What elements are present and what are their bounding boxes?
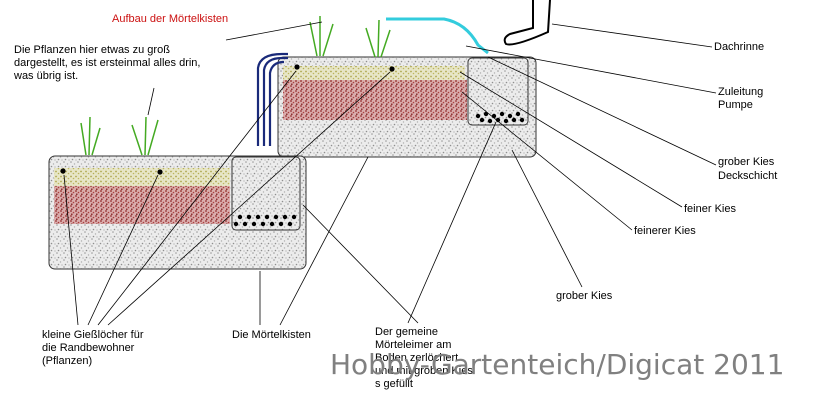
- label-zuleitung-line-2: Pumpe: [718, 99, 753, 111]
- label-giessloecher-line-2: die Randbewohner: [42, 342, 135, 354]
- label-deckschicht-line-1: grober Kies: [718, 156, 775, 168]
- label-giessloecher-line-3: (Pflanzen): [42, 355, 92, 367]
- label-moerteleimer-line-3: Boden zerlöchert: [375, 352, 458, 364]
- boot-icon: [503, 0, 551, 46]
- label-feinerer-kies: feinerer Kies: [634, 225, 696, 237]
- label-zuleitung-pumpe: Zuleitung Pumpe: [718, 86, 766, 111]
- watering-holes: [60, 64, 395, 175]
- leader-lines: [63, 21, 717, 326]
- label-giessloecher-line-1: kleine Gießlöcher für: [42, 329, 144, 341]
- label-feiner-kies: feiner Kies: [684, 203, 736, 215]
- label-zuleitung-line-1: Zuleitung: [718, 86, 763, 98]
- label-dachrinne: Dachrinne: [714, 41, 764, 53]
- diagram-title: Aufbau der Mörtelkisten: [112, 13, 228, 25]
- plants-note: Die Pflanzen hier etwas zu groß dargeste…: [13, 44, 204, 82]
- plants-note-line-1: Die Pflanzen hier etwas zu groß: [14, 44, 170, 56]
- water-pipe: [386, 17, 489, 55]
- label-grober-kies: grober Kies: [556, 290, 613, 302]
- hose: [256, 52, 288, 146]
- plants-note-line-2: dargestellt, es ist ersteinmal alles dri…: [14, 57, 200, 69]
- watermark: Hobby-Gartenteich/Digicat 2011: [330, 348, 784, 381]
- label-deckschicht-line-2: Deckschicht: [718, 170, 777, 182]
- label-moertelkisten: Die Mörtelkisten: [232, 329, 311, 341]
- label-moerteleimer-line-4: und mit groben Kies: [375, 365, 473, 377]
- label-moerteleimer: Der gemeine Mörteleimer am Boden zerlöch…: [375, 326, 476, 390]
- label-giessloecher: kleine Gießlöcher für die Randbewohner (…: [42, 329, 147, 367]
- label-deckschicht: grober Kies Deckschicht: [718, 156, 777, 182]
- label-moerteleimer-line-5: s gefüllt: [375, 378, 413, 390]
- lower-bucket-holes: [233, 214, 297, 227]
- lower-moertelkiste: [48, 155, 307, 270]
- plants-note-line-3: was übrig ist.: [13, 70, 78, 82]
- label-moerteleimer-line-1: Der gemeine: [375, 326, 438, 338]
- label-moerteleimer-line-2: Mörteleimer am: [375, 339, 451, 351]
- upper-bucket-holes: [475, 111, 525, 124]
- upper-moertelkiste: [277, 56, 537, 158]
